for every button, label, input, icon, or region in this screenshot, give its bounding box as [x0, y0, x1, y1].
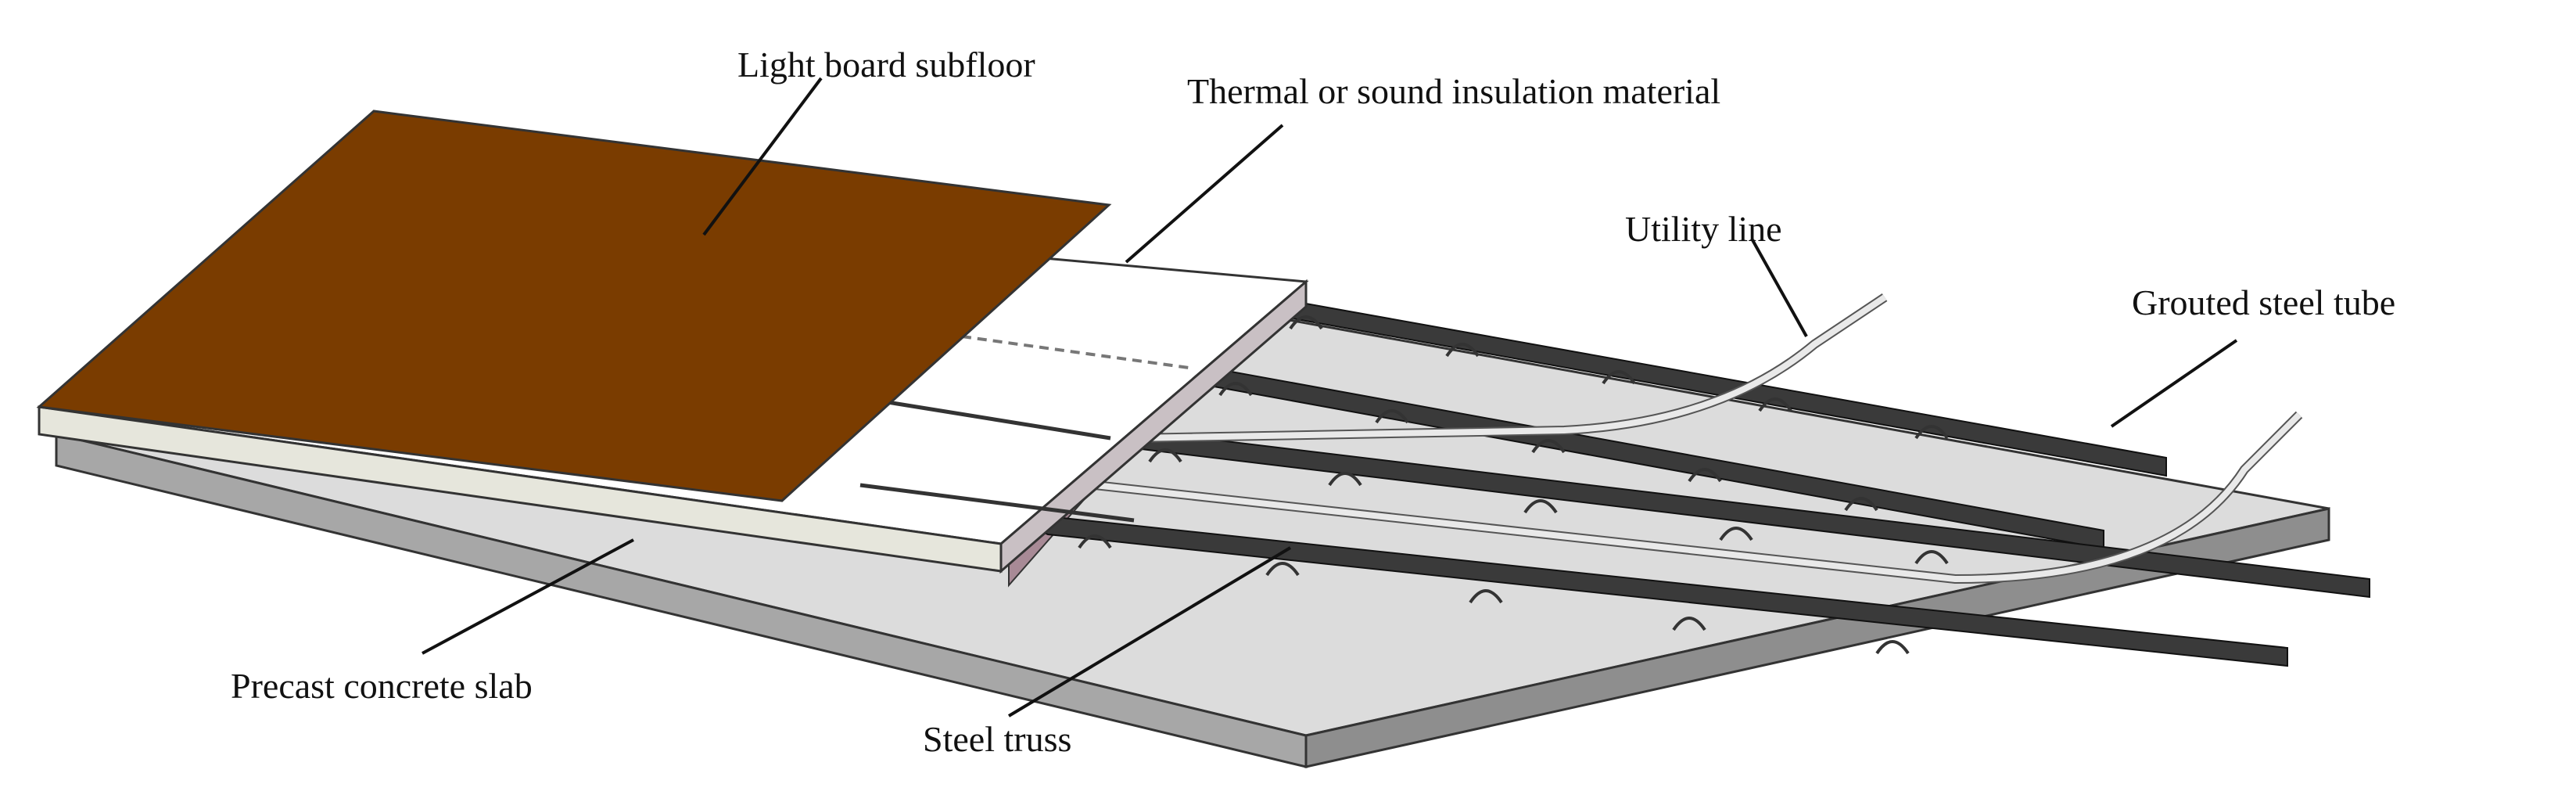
- insulation-end-face: [999, 279, 1308, 574]
- steel-truss: [1328, 472, 1362, 487]
- label-insulation: Thermal or sound insulation material: [1187, 71, 1720, 111]
- steel-truss: [1078, 534, 1112, 549]
- steel-truss: [1688, 468, 1722, 483]
- steel-truss: [1523, 499, 1558, 514]
- light-board-subfloor: [36, 110, 1112, 502]
- leader-line-insulation: [1125, 124, 1284, 264]
- label-utility-line: Utility line: [1625, 209, 1782, 249]
- insulation-groove: [867, 397, 1111, 441]
- steel-truss: [1531, 439, 1566, 454]
- steel-truss: [1375, 409, 1409, 424]
- utility-line-highlight: [1133, 294, 1887, 441]
- steel-truss: [1289, 315, 1323, 330]
- steel-truss: [1914, 550, 1949, 565]
- steel-truss: [1148, 448, 1182, 463]
- insulation-groove: [859, 483, 1135, 523]
- steel-truss: [1469, 589, 1503, 604]
- leader-line-tube: [2110, 339, 2238, 428]
- leader-line-truss: [1007, 546, 1292, 717]
- utility-lines: [1094, 293, 2303, 584]
- label-light-board-subfloor: Light board subfloor: [737, 45, 1035, 85]
- steel-truss: [1602, 370, 1636, 385]
- steel-truss: [1914, 425, 1949, 440]
- label-precast-concrete-slab: Precast concrete slab: [231, 666, 533, 706]
- leader-lines: [422, 77, 2238, 717]
- steel-truss: [1265, 562, 1300, 577]
- insulation-groove: [961, 335, 1189, 369]
- steel-truss: [1875, 640, 1910, 655]
- label-grouted-steel-tube: Grouted steel tube: [2132, 282, 2395, 322]
- steel-trusses: [1078, 315, 1949, 655]
- label-steel-truss: Steel truss: [923, 719, 1071, 759]
- steel-truss: [1844, 497, 1878, 512]
- steel-truss: [1719, 527, 1753, 541]
- leader-line-subfloor: [702, 77, 823, 236]
- steel-truss: [1758, 397, 1792, 412]
- leader-line-slab: [422, 538, 634, 655]
- utility-line-highlight: [1094, 412, 2302, 583]
- leader-line-utility: [1750, 238, 1808, 337]
- steel-truss: [1218, 382, 1253, 397]
- steel-truss: [1445, 343, 1480, 358]
- steel-truss: [1672, 617, 1706, 631]
